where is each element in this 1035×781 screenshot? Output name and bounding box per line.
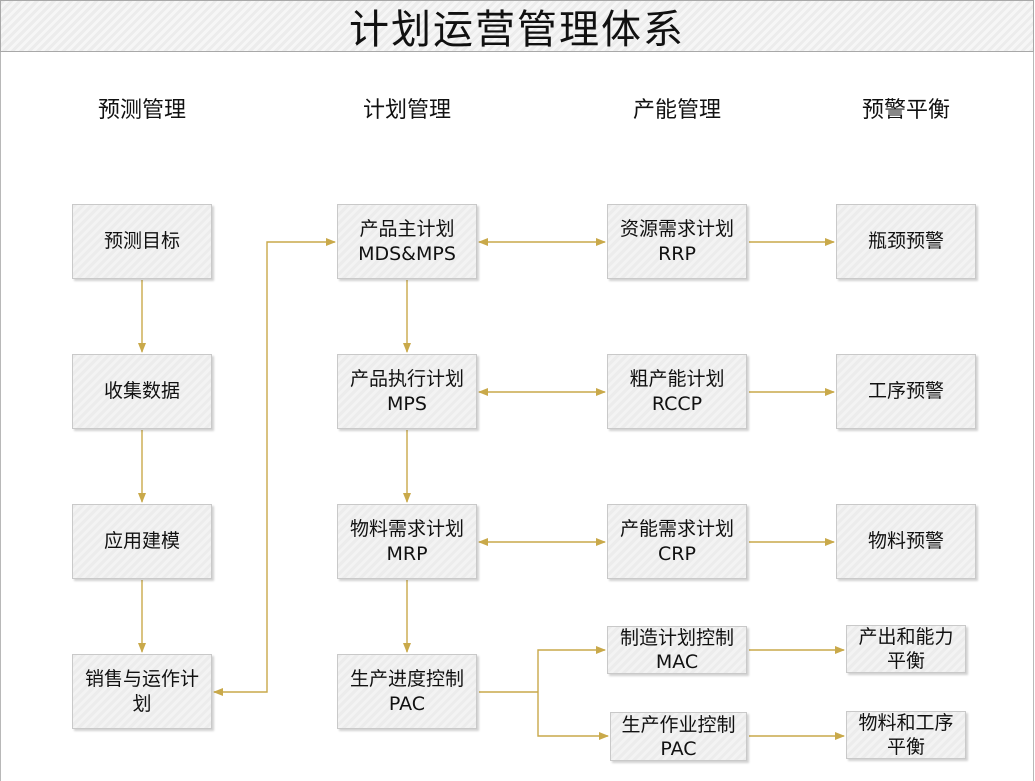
box-output-balance: 产出和能力 平衡 bbox=[846, 625, 966, 673]
title-bar: 计划运营管理体系 bbox=[0, 0, 1034, 53]
box-mac: 制造计划控制 MAC bbox=[607, 626, 747, 674]
box-collect-data: 收集数据 bbox=[72, 354, 212, 429]
diagram-title: 计划运营管理体系 bbox=[349, 7, 685, 53]
box-material-balance-line-1: 物料和工序 bbox=[858, 712, 954, 734]
box-material-warn-line-1: 物料预警 bbox=[867, 530, 944, 552]
box-output-balance-line-2: 平衡 bbox=[886, 650, 925, 672]
conn-sop-to-mps-master bbox=[213, 238, 336, 696]
frame-left-border bbox=[0, 52, 1, 781]
box-rrp: 资源需求计划 RRP bbox=[607, 204, 747, 279]
box-pac-progress-line-2: PAC bbox=[388, 692, 426, 715]
column-header-warning: 预警平衡 bbox=[861, 98, 950, 123]
box-mps-master-line-1: 产品主计划 bbox=[359, 217, 455, 240]
box-output-balance-line-1: 产出和能力 bbox=[858, 626, 954, 648]
conn-trunk-to-pac-ops bbox=[537, 692, 609, 740]
box-rrp-line-1: 资源需求计划 bbox=[619, 217, 734, 240]
box-material-balance: 物料和工序 平衡 bbox=[846, 711, 966, 759]
box-sop: 销售与运作计 划 bbox=[72, 654, 212, 729]
column-header-planning: 计划管理 bbox=[362, 98, 451, 123]
box-rccp-line-2: RCCP bbox=[651, 392, 703, 415]
column-header-forecast: 预测管理 bbox=[97, 98, 186, 123]
box-apply-model: 应用建模 bbox=[72, 504, 212, 579]
box-pac-ops-line-1: 生产作业控制 bbox=[621, 713, 736, 736]
box-sop-line-1: 销售与运作计 bbox=[84, 667, 199, 690]
box-forecast-target-line-1: 预测目标 bbox=[103, 230, 180, 252]
box-mrp-line-2: MRP bbox=[386, 542, 428, 565]
box-pac-ops-line-2: PAC bbox=[660, 737, 697, 760]
box-bottleneck: 瓶颈预警 bbox=[836, 204, 976, 279]
box-material-balance-line-2: 平衡 bbox=[886, 736, 925, 758]
box-mrp: 物料需求计划 MRP bbox=[337, 504, 477, 579]
box-pac-ops: 生产作业控制 PAC bbox=[610, 712, 747, 761]
frame-right-border bbox=[1033, 52, 1034, 781]
box-crp-line-2: CRP bbox=[658, 542, 696, 565]
box-mps-exec-line-2: MPS bbox=[387, 392, 427, 415]
box-mps-exec: 产品执行计划 MPS bbox=[337, 354, 477, 429]
box-pac-progress-line-1: 生产进度控制 bbox=[349, 667, 464, 690]
box-mac-line-1: 制造计划控制 bbox=[619, 627, 734, 649]
box-rrp-line-2: RRP bbox=[658, 242, 696, 265]
box-process-warn-line-1: 工序预警 bbox=[867, 380, 944, 402]
box-mps-master-line-2: MDS&MPS bbox=[358, 242, 456, 265]
box-bottleneck-line-1: 瓶颈预警 bbox=[867, 230, 944, 252]
box-collect-data-line-1: 收集数据 bbox=[103, 380, 180, 402]
box-apply-model-line-1: 应用建模 bbox=[103, 530, 180, 552]
conn-trunk-to-mac bbox=[537, 646, 606, 692]
box-mac-line-2: MAC bbox=[655, 651, 699, 673]
box-pac-progress: 生产进度控制 PAC bbox=[337, 654, 477, 729]
box-process-warn: 工序预警 bbox=[836, 354, 976, 429]
box-rccp-line-1: 粗产能计划 bbox=[629, 367, 725, 390]
box-mrp-line-1: 物料需求计划 bbox=[349, 517, 464, 540]
box-crp: 产能需求计划 CRP bbox=[607, 504, 747, 579]
box-mps-master: 产品主计划 MDS&MPS bbox=[337, 204, 477, 279]
box-material-warn: 物料预警 bbox=[836, 504, 976, 579]
box-crp-line-1: 产能需求计划 bbox=[619, 517, 734, 540]
box-forecast-target: 预测目标 bbox=[72, 204, 212, 279]
box-mps-exec-line-1: 产品执行计划 bbox=[349, 367, 464, 390]
box-rccp: 粗产能计划 RCCP bbox=[607, 354, 747, 429]
column-header-capacity: 产能管理 bbox=[632, 98, 721, 123]
box-sop-line-2: 划 bbox=[132, 692, 152, 715]
